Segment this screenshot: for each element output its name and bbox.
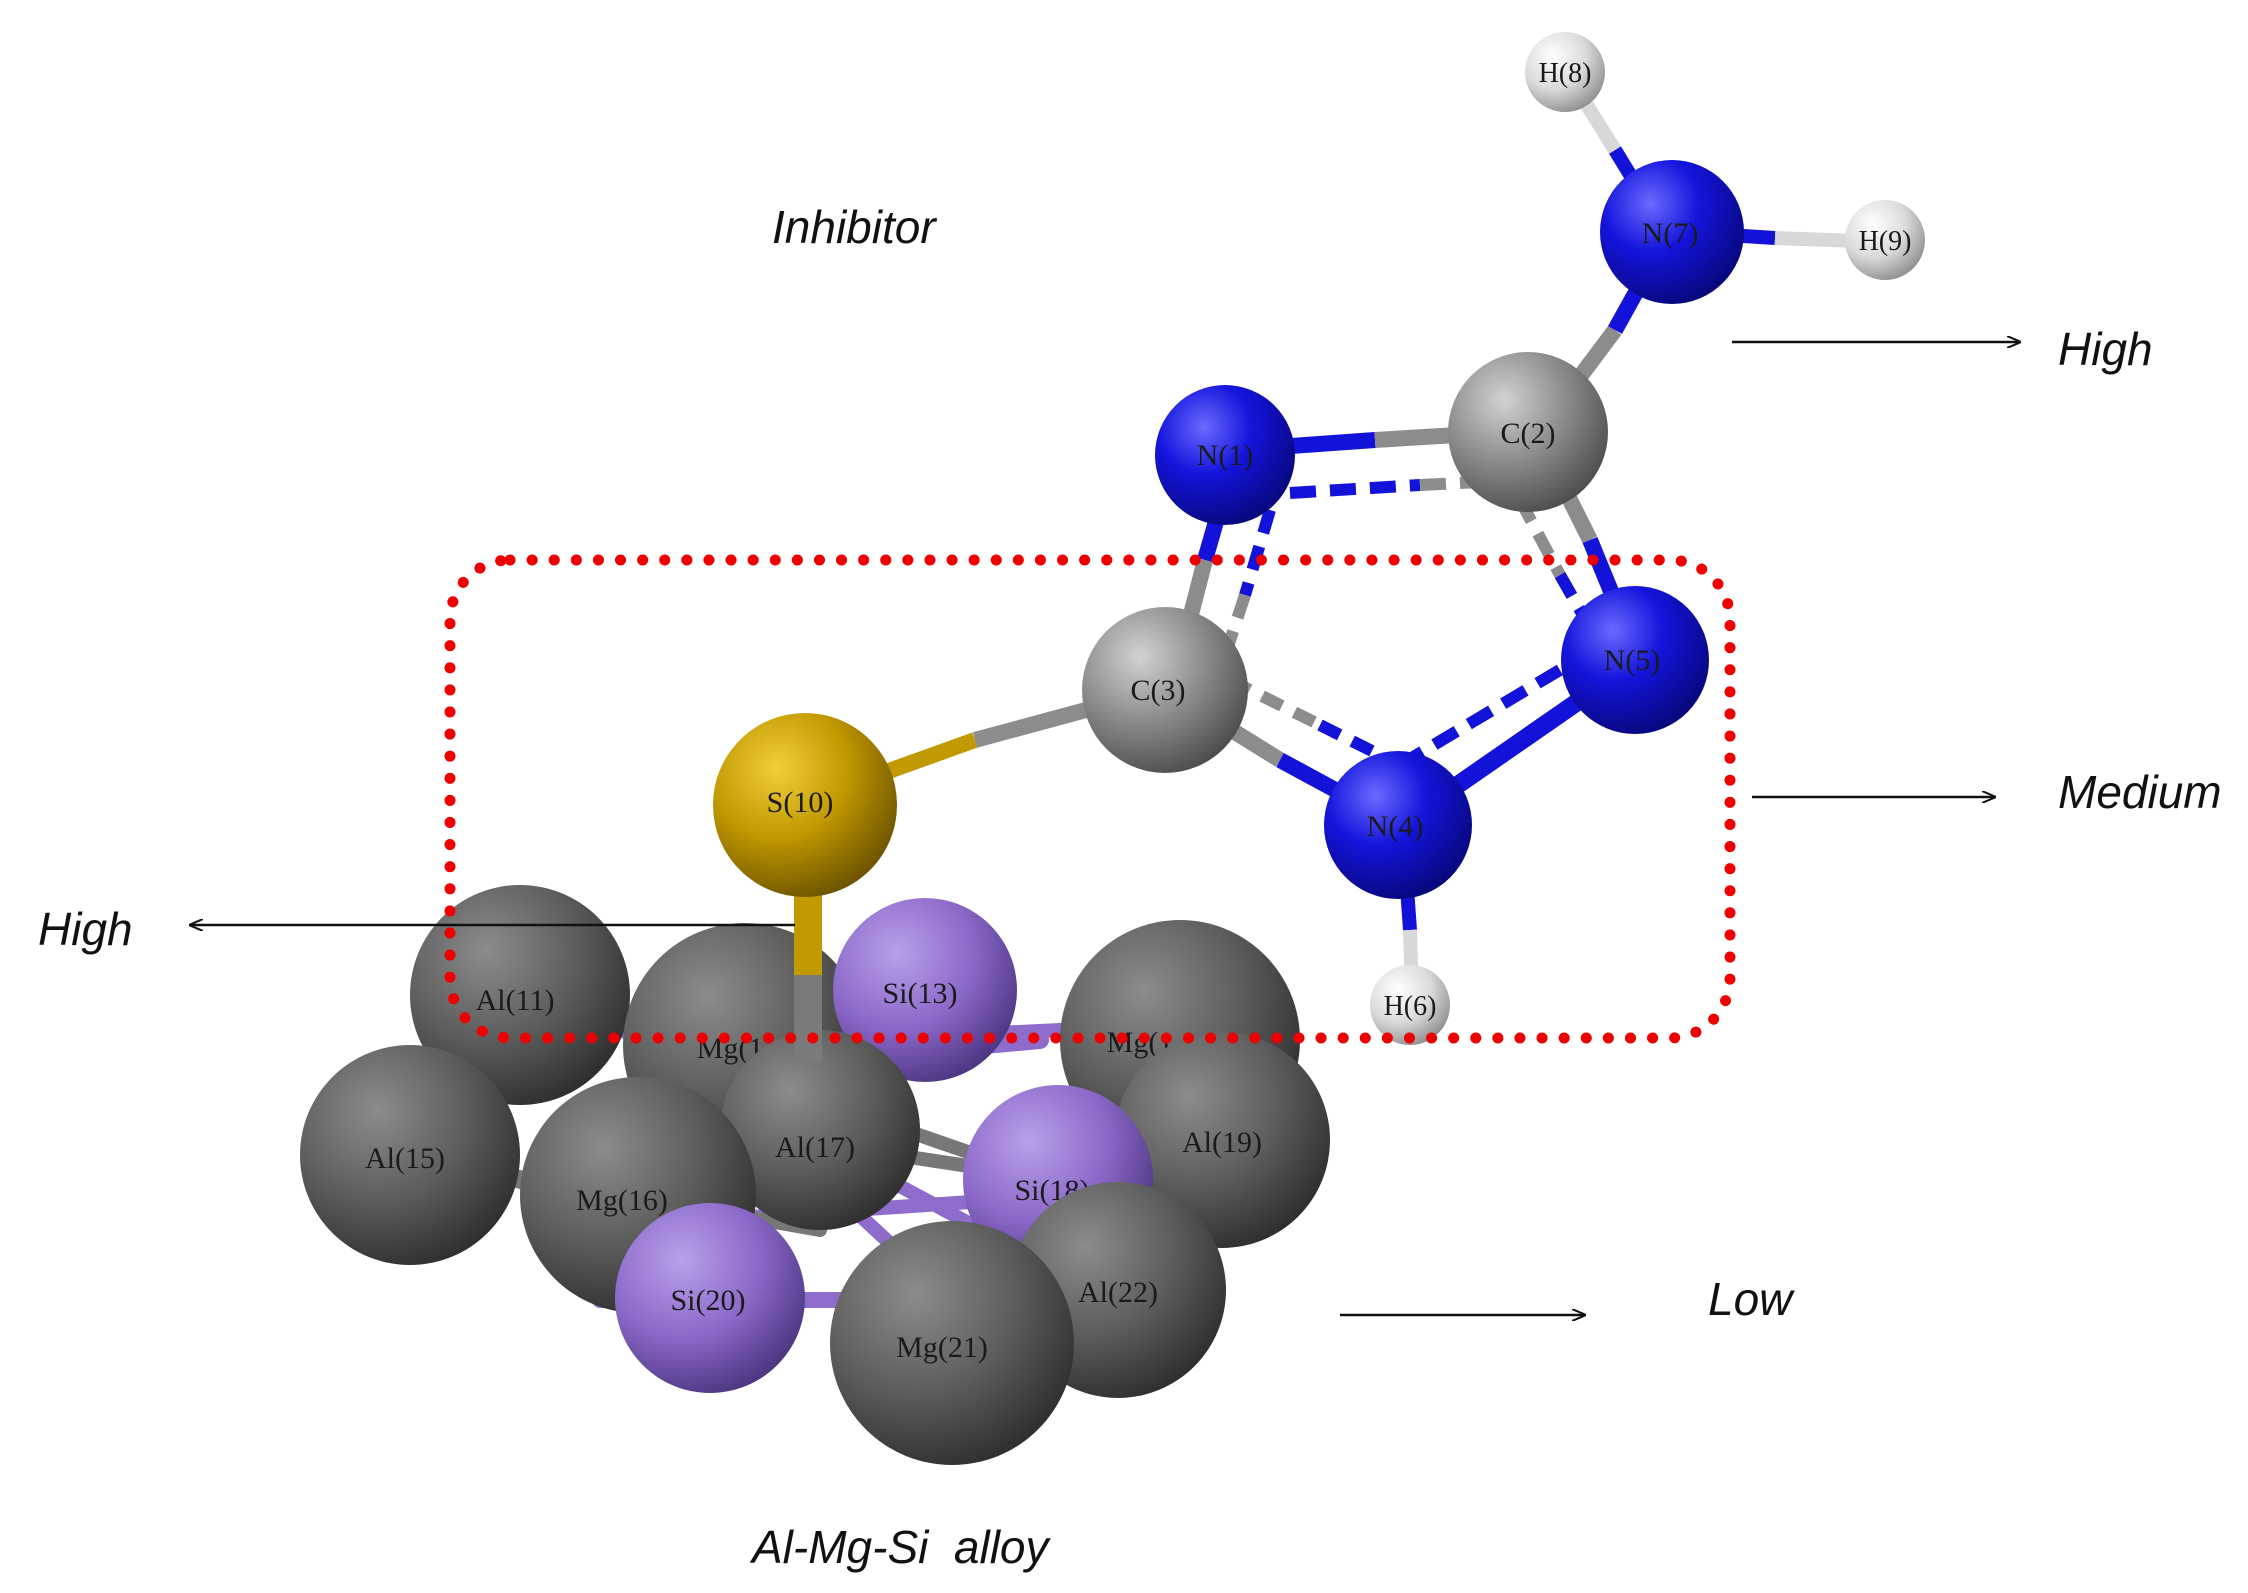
svg-text:N(7): N(7) — [1642, 217, 1699, 250]
atom-h6: H(6) — [1370, 965, 1450, 1045]
svg-text:Mg(21): Mg(21) — [896, 1331, 988, 1364]
svg-text:N(1): N(1) — [1197, 439, 1254, 472]
active-site-highlight-box — [444, 554, 1736, 1044]
svg-text:N(5): N(5) — [1604, 644, 1661, 677]
atom-h8: H(8) — [1525, 32, 1605, 112]
svg-text:H(6): H(6) — [1384, 991, 1437, 1022]
atom-c2: C(2) — [1448, 352, 1608, 512]
svg-text:Si(13): Si(13) — [883, 977, 958, 1010]
high-label-left: High — [38, 903, 133, 955]
svg-text:H(8): H(8) — [1539, 58, 1592, 89]
svg-text:C(3): C(3) — [1131, 674, 1186, 707]
atom-si20: Si(20) — [615, 1203, 805, 1393]
atom-al15: Al(15) — [300, 1045, 520, 1265]
svg-text:N(4): N(4) — [1367, 810, 1424, 843]
alloy-label: Al-Mg-Si alloy — [749, 1521, 1052, 1573]
atom-s10: S(10) — [713, 713, 897, 897]
atom-h9: H(9) — [1845, 200, 1925, 280]
high-label-top: High — [2058, 323, 2153, 375]
atom-al11: Al(11) — [410, 885, 630, 1105]
medium-label: Medium — [2058, 766, 2222, 818]
atom-n5: N(5) — [1561, 586, 1709, 734]
svg-text:Al(17): Al(17) — [775, 1131, 855, 1164]
atom-n7: N(7) — [1600, 160, 1744, 304]
svg-text:S(10): S(10) — [767, 786, 834, 819]
atom-mg21: Mg(21) — [830, 1221, 1074, 1465]
atom-n4: N(4) — [1324, 751, 1472, 899]
svg-text:Al(22): Al(22) — [1078, 1276, 1158, 1309]
atom-n1: N(1) — [1155, 385, 1295, 525]
svg-text:Al(19): Al(19) — [1182, 1126, 1262, 1159]
svg-text:Al(15): Al(15) — [365, 1142, 445, 1175]
svg-text:H(9): H(9) — [1859, 226, 1912, 257]
svg-text:Mg(16): Mg(16) — [576, 1184, 668, 1217]
svg-text:C(2): C(2) — [1501, 417, 1556, 450]
svg-text:Si(20): Si(20) — [671, 1284, 746, 1317]
atom-al19: Al(19) — [1114, 1032, 1330, 1248]
atom-c3: C(3) — [1082, 607, 1248, 773]
low-label: Low — [1708, 1273, 1795, 1325]
svg-text:Al(11): Al(11) — [476, 984, 555, 1017]
atom-al17: Al(17) — [720, 1030, 920, 1230]
inhibitor-label: Inhibitor — [772, 201, 937, 253]
